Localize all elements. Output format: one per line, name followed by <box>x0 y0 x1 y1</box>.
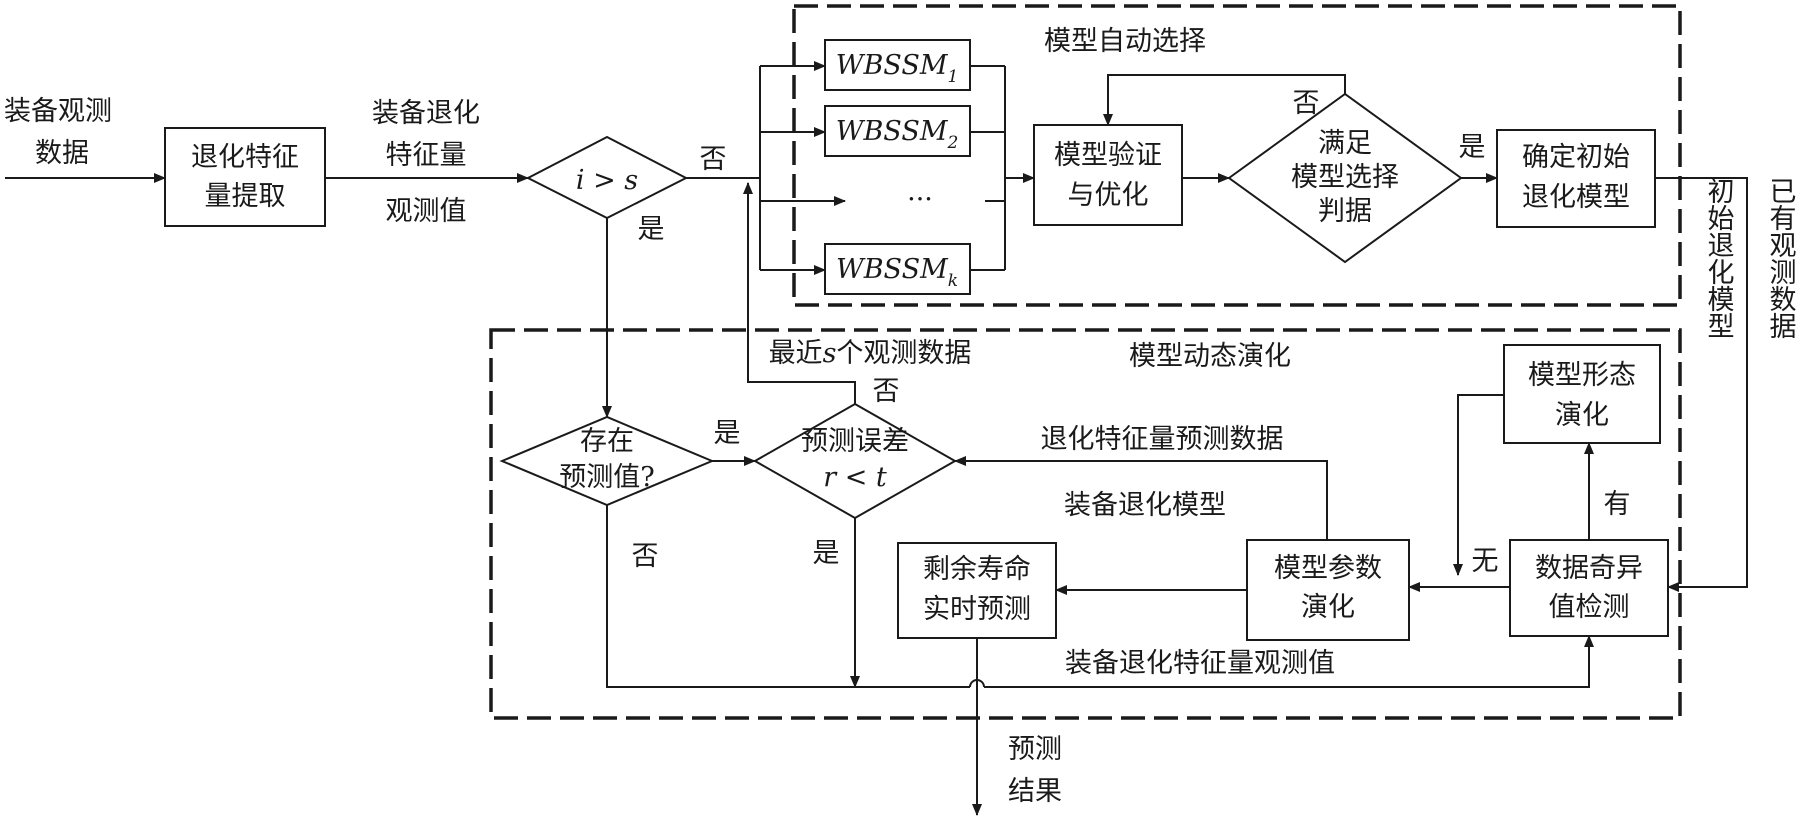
feature-observation-line3: 观测值 <box>386 196 467 227</box>
param-evolution-line1: 模型参数 <box>1274 553 1382 584</box>
param-evolution-box <box>1246 539 1410 641</box>
dynamic-evolution-frame <box>489 328 1682 720</box>
obs-bus-left <box>606 505 970 688</box>
model-1-label: WBSSM1 <box>836 50 959 87</box>
exist-prediction-no: 否 <box>632 541 659 572</box>
prediction-error-line1: 预测误差 <box>801 426 909 457</box>
model-ellipsis: ··· <box>907 184 933 215</box>
feature-extraction-line1: 退化特征 <box>191 142 299 173</box>
model-box-1 <box>824 39 971 91</box>
dynamic-evolution-title: 模型动态演化 <box>1129 341 1291 372</box>
initial-to-anomaly-arrow <box>1655 177 1748 592</box>
initial-model-line1: 确定初始 <box>1522 142 1630 173</box>
criteria-line1: 满足 <box>1318 128 1372 159</box>
morph-none-label: 无 <box>1472 546 1499 577</box>
initial-model-line2: 退化模型 <box>1522 182 1630 213</box>
model-morph-line2: 演化 <box>1555 400 1609 431</box>
prediction-error-no: 否 <box>873 376 900 407</box>
result-line1: 预测 <box>1008 734 1062 765</box>
rul-prediction-box <box>897 542 1057 639</box>
initial-model-box <box>1496 129 1656 228</box>
result-line2: 结果 <box>1008 776 1062 807</box>
criteria-no-loop <box>1103 74 1346 126</box>
prediction-error-yes: 是 <box>813 538 840 569</box>
rul-prediction-line1: 剩余寿命 <box>923 554 1031 585</box>
model-k-label: WBSSMk <box>836 254 958 291</box>
auto-select-title: 模型自动选择 <box>1044 26 1206 57</box>
criteria-yes-label: 是 <box>1459 132 1486 163</box>
auto-select-frame <box>792 4 1682 307</box>
input-label-line2: 数据 <box>35 138 89 169</box>
morph-has-label: 有 <box>1604 489 1631 520</box>
model-verify-box <box>1033 124 1183 226</box>
model-morph-line1: 模型形态 <box>1528 360 1636 391</box>
feature-observation-line1: 装备退化 <box>372 98 480 129</box>
model-2-label: WBSSM2 <box>836 116 959 153</box>
feature-extraction-box <box>164 127 326 227</box>
predicted-data-arrow <box>954 456 1328 540</box>
predicted-data-label: 退化特征量预测数据 <box>1041 424 1284 455</box>
decision-i-greater-s-label: i > s <box>576 165 638 196</box>
recent-obs-label: 最近s个观测数据 <box>769 338 972 369</box>
anomaly-detection-line1: 数据奇异 <box>1535 553 1643 584</box>
criteria-no-label: 否 <box>1293 88 1320 119</box>
model-verify-line2: 与优化 <box>1068 180 1149 211</box>
obs-bus-right <box>984 635 1594 688</box>
error-no-loop <box>743 182 856 404</box>
exist-prediction-line2: 预测值? <box>559 462 654 493</box>
anomaly-detection-line2: 值检测 <box>1549 592 1630 623</box>
model-morph-box <box>1503 344 1661 444</box>
decision-prediction-error <box>752 402 958 520</box>
degradation-model-label: 装备退化模型 <box>1064 490 1226 521</box>
param-evolution-line2: 演化 <box>1301 592 1355 623</box>
exist-prediction-line1: 存在 <box>580 426 634 457</box>
rul-prediction-line2: 实时预测 <box>923 594 1031 625</box>
side-existing-obs-label: 已有观测数据 <box>1765 177 1797 339</box>
exist-prediction-yes: 是 <box>714 418 741 449</box>
input-label-line1: 装备观测 <box>4 96 112 127</box>
prediction-error-line2: r < t <box>823 462 887 493</box>
decision-i-greater-s-yes: 是 <box>638 214 665 245</box>
morph-to-param-arrow <box>1453 394 1504 576</box>
model-verify-line1: 模型验证 <box>1054 140 1162 171</box>
criteria-line3: 判据 <box>1318 196 1372 227</box>
side-initial-model-label: 初始退化模型 <box>1703 177 1735 339</box>
feature-observation-line2: 特征量 <box>386 140 467 171</box>
observation-label: 装备退化特征量观测值 <box>1065 648 1335 679</box>
model-box-k <box>824 243 971 295</box>
feature-extraction-line2: 量提取 <box>205 181 286 212</box>
model-box-2 <box>824 105 971 157</box>
decision-i-greater-s-no: 否 <box>700 144 727 175</box>
criteria-line2: 模型选择 <box>1291 162 1399 193</box>
